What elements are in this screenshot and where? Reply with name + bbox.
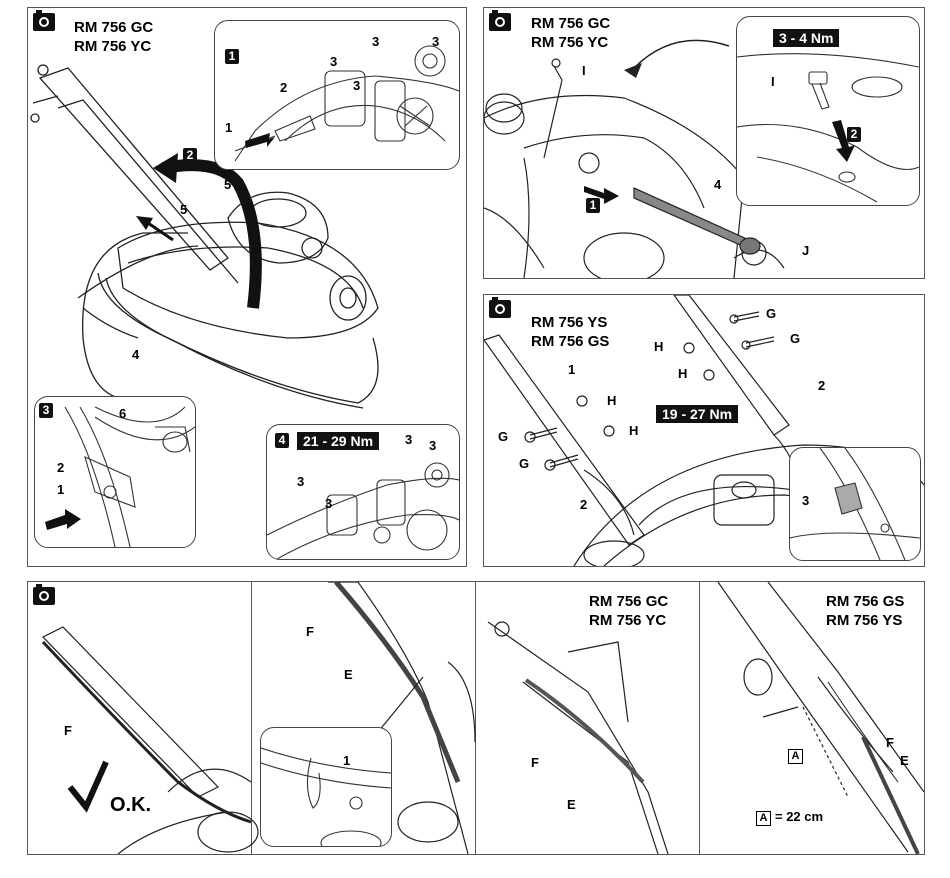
callout-G: G (790, 332, 800, 346)
callout-J: J (802, 244, 809, 258)
callout-I: I (771, 75, 775, 89)
callout-1: 1 (225, 121, 232, 135)
ok-label: O.K. (110, 794, 151, 817)
model-label: RM 756 GS RM 756 YS (826, 592, 904, 630)
panel-handle-bolts: RM 756 YS RM 756 GS 19 - 27 Nm G (483, 294, 925, 567)
callout-3: 3 (429, 439, 436, 453)
inset-step-4: 4 21 - 29 Nm 3 3 3 3 (266, 424, 460, 560)
callout-3: 3 (802, 494, 809, 508)
panel-handle-assembly: RM 756 GC RM 756 YC (27, 7, 467, 567)
callout-3: 3 (353, 79, 360, 93)
inset-handle-knob: 3 (789, 447, 921, 561)
callout-H: H (654, 340, 663, 354)
callout-E: E (567, 798, 576, 812)
callout-G: G (519, 457, 529, 471)
dimension-A-box: A (788, 749, 803, 764)
panel-tool-holder: RM 756 GC RM 756 YC I 4 J 1 (483, 7, 925, 279)
panel-cable-routing: F O.K. F E 1 RM 756 GC RM 756 YC F E RM … (27, 581, 925, 855)
callout-5: 5 (180, 203, 187, 217)
callout-G: G (766, 307, 776, 321)
callout-3: 3 (330, 55, 337, 69)
callout-5: 5 (224, 178, 231, 192)
callout-F: F (306, 625, 314, 639)
model-label: RM 756 GC RM 756 YC (589, 592, 668, 630)
callout-2: 2 (818, 379, 825, 393)
callout-4: 4 (714, 178, 721, 192)
step-badge: 1 (586, 198, 600, 213)
callout-G: G (498, 430, 508, 444)
callout-3: 3 (372, 35, 379, 49)
dimension-value: = 22 cm (775, 809, 823, 824)
step-badge: 2 (183, 148, 197, 163)
callout-F: F (886, 736, 894, 750)
dimension-legend: A = 22 cm (756, 810, 823, 826)
callout-E: E (900, 754, 909, 768)
dimension-A-box: A (756, 811, 771, 826)
step-badge: 3 (39, 403, 53, 418)
callout-1: 1 (568, 363, 575, 377)
callout-6: 6 (119, 407, 126, 421)
torque-value: 19 - 27 Nm (656, 405, 738, 423)
callout-2: 2 (280, 81, 287, 95)
torque-value: 21 - 29 Nm (297, 432, 379, 450)
callout-F: F (64, 724, 72, 738)
step-badge: 2 (847, 127, 861, 142)
step-badge: 4 (275, 433, 289, 448)
inset-torque-screw: 3 - 4 Nm I 2 (736, 16, 920, 206)
torque-value: 3 - 4 Nm (773, 29, 839, 47)
inset-step-3: 3 6 2 1 (34, 396, 196, 548)
callout-H: H (678, 367, 687, 381)
callout-2: 2 (57, 461, 64, 475)
callout-4: 4 (132, 348, 139, 362)
inset-step-1: 1 1 2 3 3 3 3 (214, 20, 460, 170)
callout-I: I (582, 64, 586, 78)
callout-H: H (629, 424, 638, 438)
callout-2: 2 (580, 498, 587, 512)
callout-1: 1 (57, 483, 64, 497)
inset-cable-clip: 1 (260, 727, 392, 847)
callout-3: 3 (432, 35, 439, 49)
callout-3: 3 (405, 433, 412, 447)
callout-E: E (344, 668, 353, 682)
callout-F: F (531, 756, 539, 770)
dimension-A-marker: A (788, 748, 807, 764)
callout-H: H (607, 394, 616, 408)
callout-3: 3 (297, 475, 304, 489)
step-badge: 1 (225, 49, 239, 64)
callout-3: 3 (325, 497, 332, 511)
callout-1: 1 (343, 754, 350, 768)
